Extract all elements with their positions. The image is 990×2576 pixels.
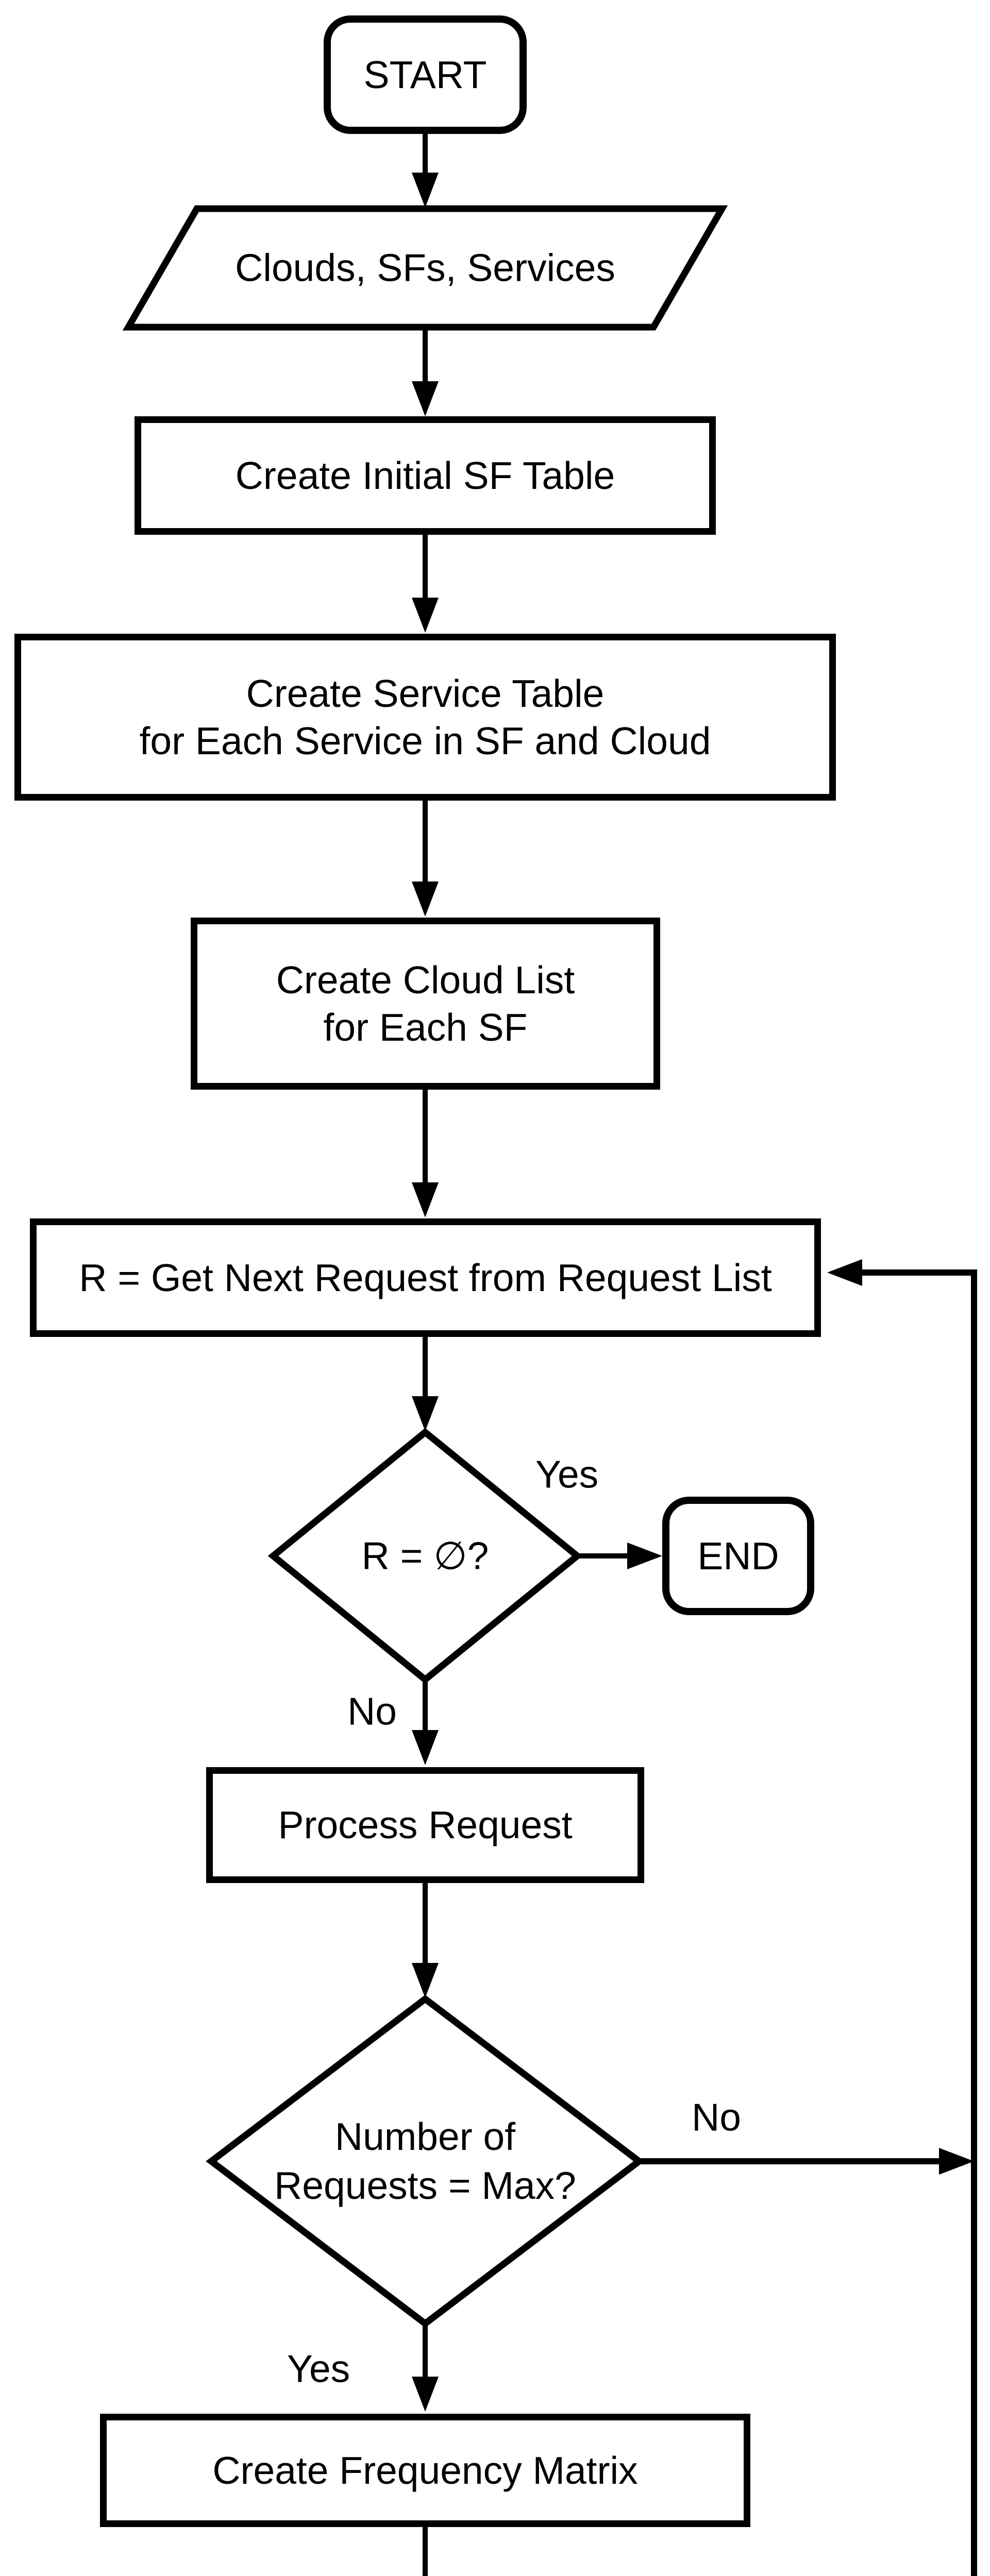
arrowhead-max-no-into-loop [939,2148,974,2175]
node-process-request: Process Request [206,1767,644,1883]
arrowhead-into-inputs [412,173,439,208]
arrowhead-into-end [627,1543,662,1569]
arrowhead-into-max-decision [412,1963,439,1998]
node-inputs-label: Clouds, SFs, Services [235,246,615,290]
edge-feedback-loop [860,1269,977,2576]
arrowhead-into-get-next [412,1182,439,1217]
arrowhead-into-initial-table [412,381,439,416]
max-requests-decision-diamond-shape [206,1994,645,2328]
node-create-frequency-matrix: Create Frequency Matrix [100,2414,750,2527]
node-get-next-request: R = Get Next Request from Request List [30,1218,821,1337]
node-create-cloud-list: Create Cloud List for Each SF [191,918,660,1090]
edge-label-r-empty-no: No [347,1689,397,1733]
edge-label-max-requests-yes: Yes [287,2347,350,2391]
arrowhead-into-r-decision [412,1396,439,1431]
node-end: END [662,1497,814,1615]
arrowhead-into-process [412,1730,439,1765]
arrowhead-into-cloud-list [412,882,439,917]
edge-label-r-empty-yes: Yes [535,1452,599,1496]
io-parallelogram-shape [122,205,728,331]
node-r-empty-decision-label: R = ∅? [361,1534,489,1578]
node-create-initial-sf-table: Create Initial SF Table [135,416,716,535]
arrowhead-into-frequency [412,2377,439,2412]
node-start: START [324,15,527,134]
arrowhead-loop-into-get-next [827,1259,862,1286]
r-empty-decision-diamond-shape [267,1428,583,1684]
arrowhead-into-service-table [412,598,439,633]
node-create-service-table: Create Service Table for Each Service in… [14,634,836,801]
edge-label-max-requests-no: No [692,2095,741,2139]
node-max-requests-decision-label: Number of Requests = Max? [274,2114,576,2207]
